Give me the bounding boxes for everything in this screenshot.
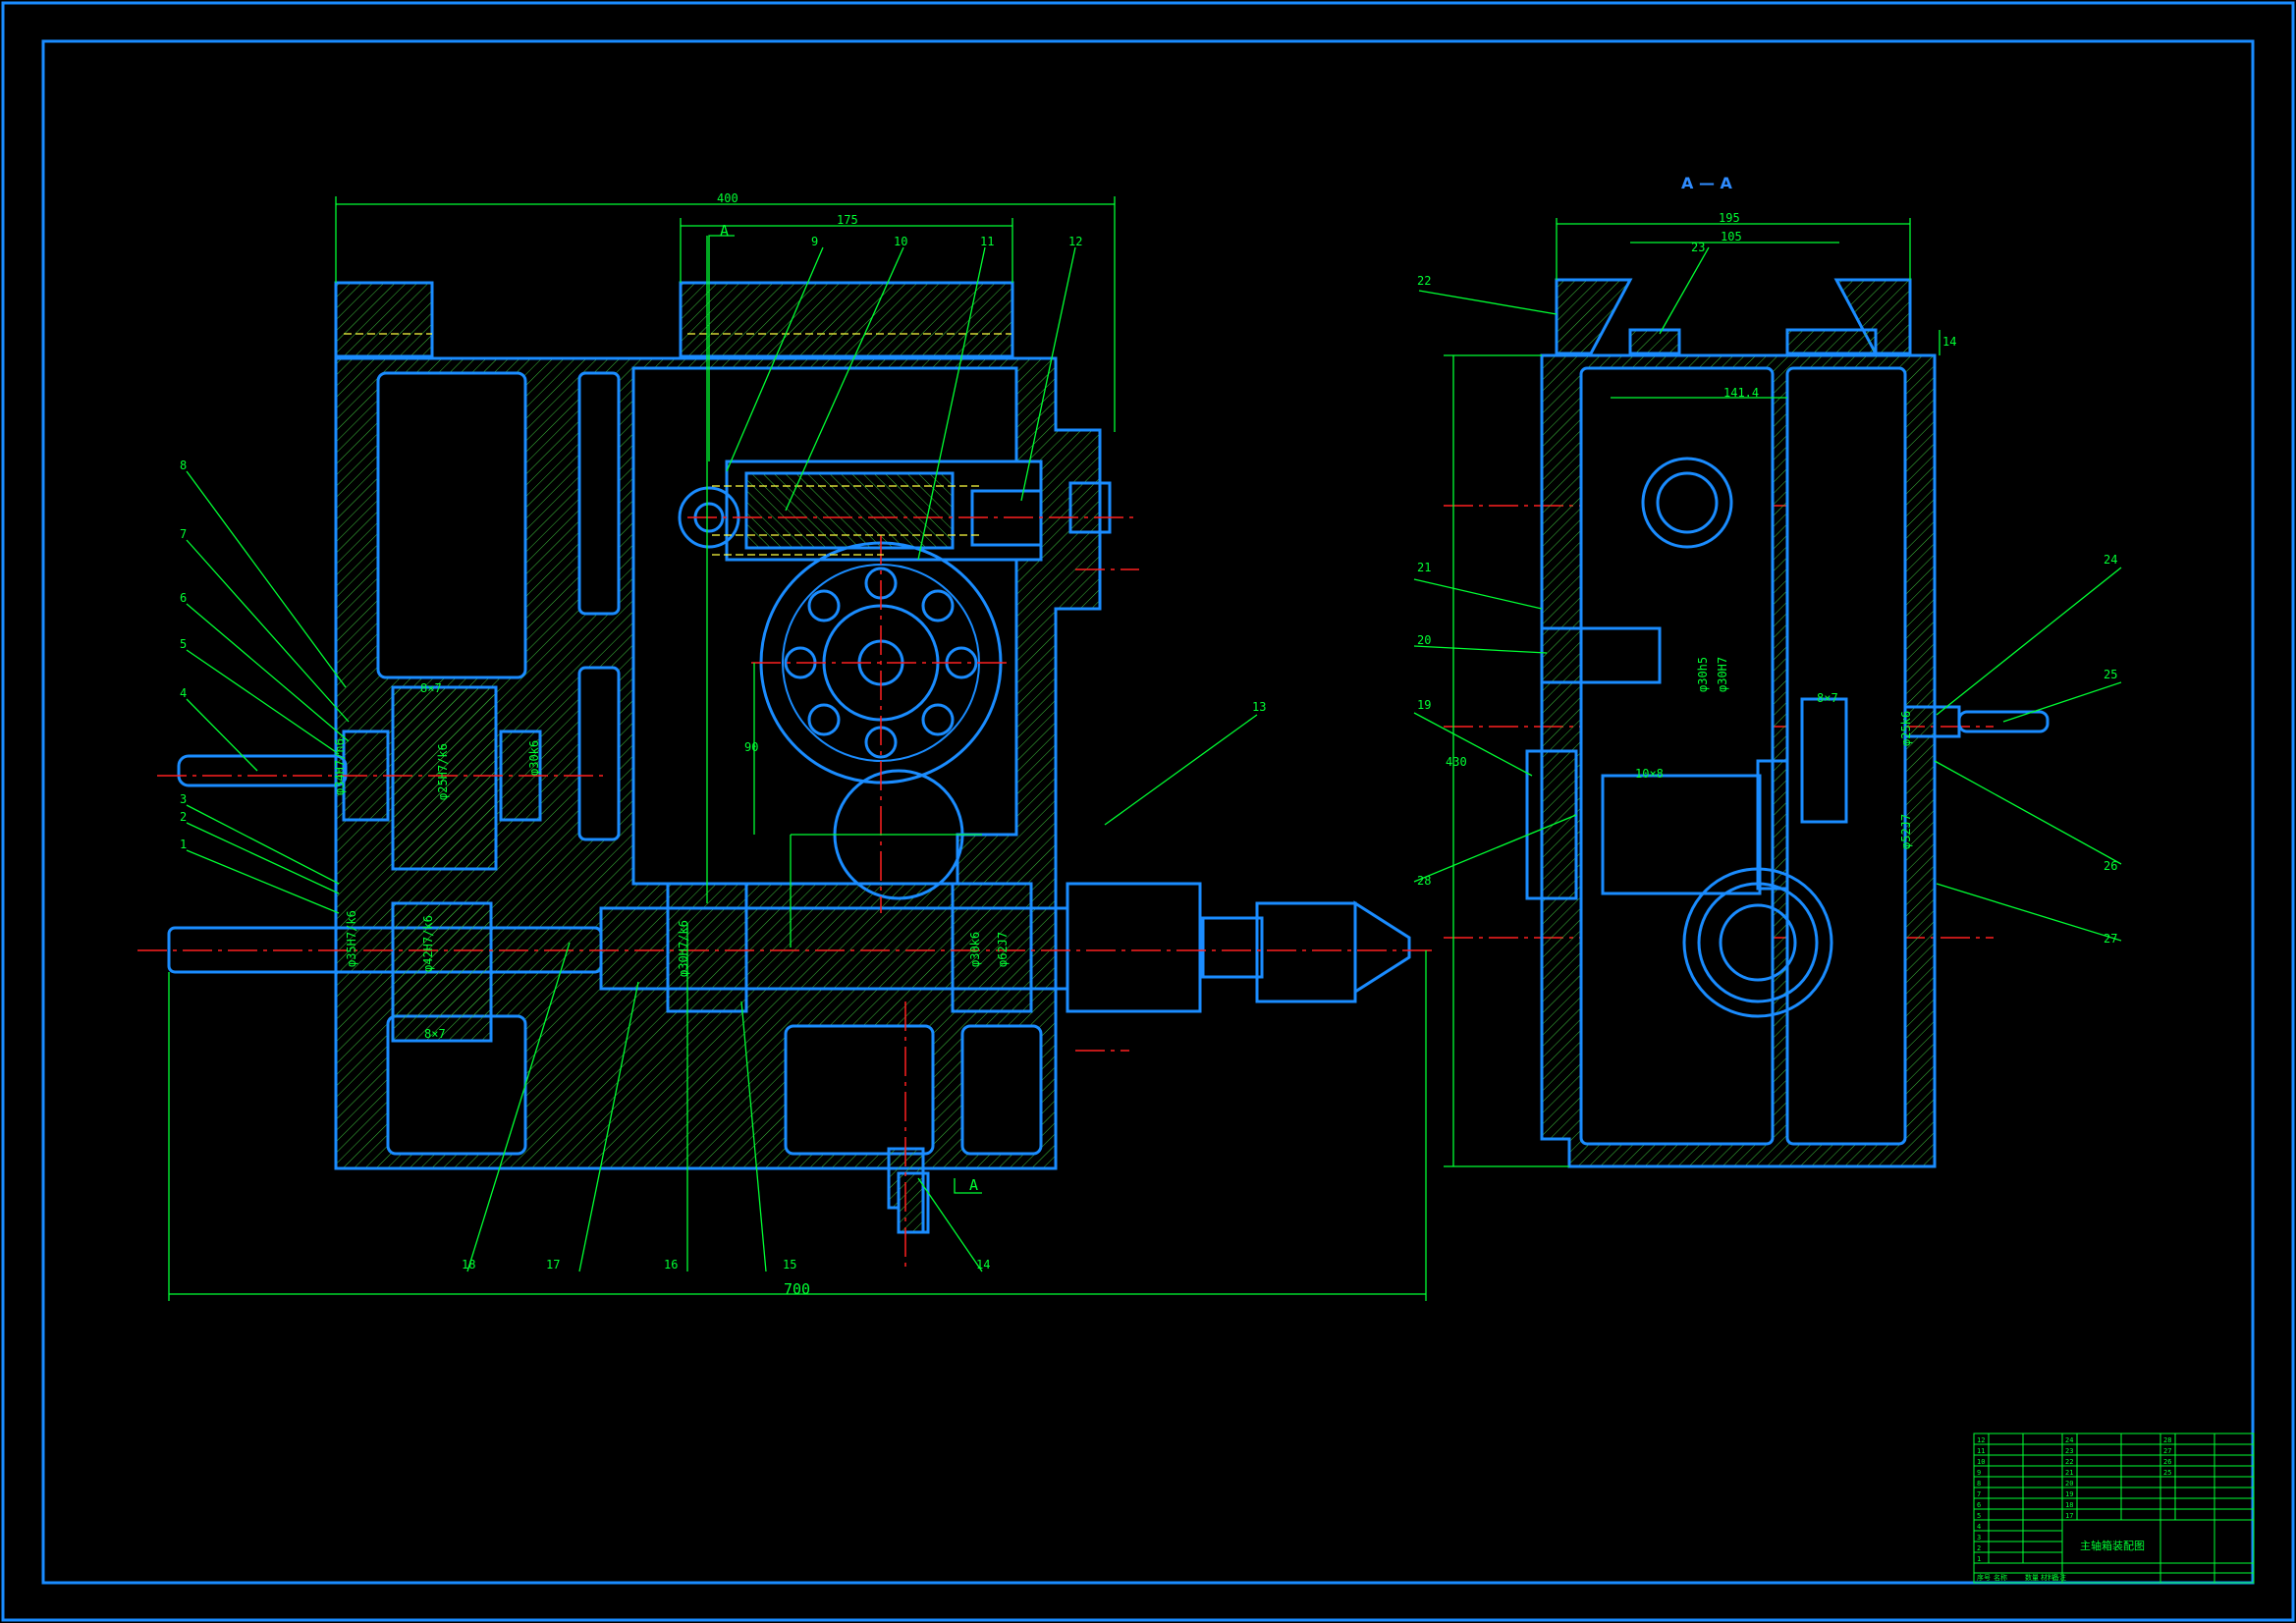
keyway-label: 8×7 [424,1027,446,1041]
tb-row: 19 [2065,1490,2073,1498]
dimension-lines [168,196,1427,1301]
fit-label: φ30k6 [968,932,982,967]
fit-label: φ52J7 [1899,814,1913,849]
tb-row: 23 [2065,1447,2073,1455]
tb-row: 2 [1977,1544,1981,1552]
fit-label: φ30k6 [527,740,541,776]
fit-label: φ34H7/n6 [333,738,347,795]
tb-row: 17 [2065,1512,2073,1520]
part-number: 11 [980,235,994,248]
tb-row: 7 [1977,1490,1981,1498]
tb-row: 25 [2163,1469,2171,1477]
part-number: 14 [976,1258,990,1271]
dim-side-small: 14 [1942,335,1956,349]
tb-row: 20 [2065,1480,2073,1488]
part-number: 25 [2104,668,2117,681]
fit-label: φ62J7 [996,932,1010,967]
part-number: 18 [462,1258,475,1271]
part-number: 27 [2104,932,2117,946]
fit-label: φ30H7 [1716,657,1729,692]
tb-header: 数量 [2025,1573,2039,1582]
part-number: 2 [180,810,187,824]
tb-row: 21 [2065,1469,2073,1477]
part-number: 21 [1417,561,1431,574]
inner-border [41,39,2255,1585]
tb-row: 6 [1977,1501,1981,1509]
part-number: 8 [180,459,187,472]
tb-row: 28 [2163,1436,2171,1444]
front-view [167,281,1411,1234]
tb-row: 27 [2163,1447,2171,1455]
section-label: A — A [1681,174,1733,192]
tb-row: 10 [1977,1458,1985,1466]
part-number: 22 [1417,274,1431,288]
tb-row: 5 [1977,1512,1981,1520]
tb-row: 22 [2065,1458,2073,1466]
dim-main-width: 400 [717,191,738,205]
part-number: 4 [180,686,187,700]
fit-label: φ25k6 [1899,711,1913,746]
tb-header: 材料 [2041,1573,2054,1582]
part-number: 12 [1068,235,1082,248]
fit-label: φ25H7/k6 [436,743,450,800]
section-mark-bottom: A [969,1176,978,1194]
part-number: 1 [180,838,187,851]
fit-label: φ30H7/k6 [677,920,690,977]
fit-label: φ30h5 [1696,657,1710,692]
part-number: 17 [546,1258,560,1271]
hidden-lines [344,333,1011,556]
keyway-label: 8×7 [1817,691,1838,705]
tb-row: 8 [1977,1480,1981,1488]
keyway-label: 8×7 [420,681,442,695]
dim-side-inner: 105 [1721,230,1742,243]
tb-row: 12 [1977,1436,1985,1444]
part-number: 23 [1691,241,1705,254]
dim-side-height: 430 [1446,755,1467,769]
part-number: 24 [2104,553,2117,567]
tb-row: 26 [2163,1458,2171,1466]
side-dimension-lines [1413,218,2122,1167]
dim-side-width: 195 [1719,211,1740,225]
tb-row: 1 [1977,1555,1981,1563]
part-number: 13 [1252,700,1266,714]
title-block: 主轴箱装配图 12 11 10 9 8 7 6 5 4 3 2 1 24 23 … [1973,1433,2255,1584]
keyway-label: 10×8 [1635,767,1664,781]
dim-side-mid: 141.4 [1723,386,1759,400]
part-number: 10 [894,235,907,248]
tb-row: 24 [2065,1436,2073,1444]
section-mark-top: A [720,222,729,240]
part-number: 28 [1417,874,1431,888]
tb-row: 4 [1977,1523,1981,1531]
tb-row: 9 [1977,1469,1981,1477]
tb-row: 18 [2065,1501,2073,1509]
fit-label: φ35H7/k6 [345,910,358,967]
tb-row: 3 [1977,1534,1981,1542]
part-number: 20 [1417,633,1431,647]
part-number: 26 [2104,859,2117,873]
fit-label: φ42H7/k6 [421,915,435,972]
part-number: 9 [811,235,818,248]
drawing-title: 主轴箱装配图 [2080,1539,2145,1552]
dim-overall-length: 700 [784,1280,810,1298]
part-number: 5 [180,637,187,651]
part-number: 19 [1417,698,1431,712]
part-number: 3 [180,792,187,806]
dim-center-distance: 90 [744,740,758,754]
part-number: 16 [664,1258,678,1271]
tb-header: 序号 [1977,1573,1991,1582]
part-number: 15 [783,1258,796,1271]
tb-row: 11 [1977,1447,1985,1455]
part-number: 6 [180,591,187,605]
part-number: 7 [180,527,187,541]
side-view [1525,278,2050,1168]
tb-header: 名称 [1994,1573,2007,1582]
dim-upper-width: 175 [837,213,858,227]
tb-header: 备注 [2052,1573,2066,1582]
